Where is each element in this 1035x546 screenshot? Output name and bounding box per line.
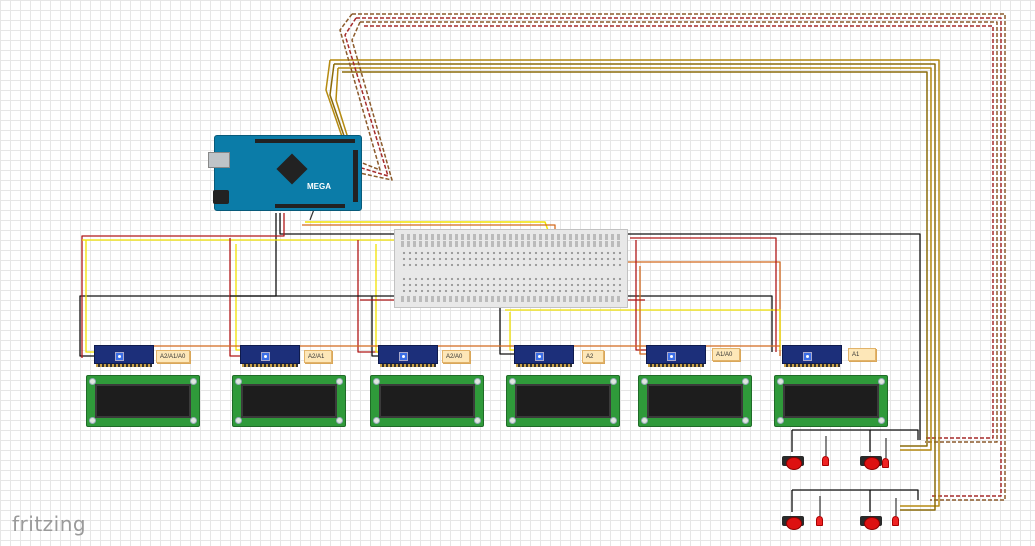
address-note-1[interactable]: A2/A1/A0 <box>156 350 190 363</box>
lcd-display-1[interactable] <box>86 375 200 427</box>
lcd-display-5[interactable] <box>638 375 752 427</box>
lcd-display-4[interactable] <box>506 375 620 427</box>
pushbutton-icon[interactable] <box>782 512 804 530</box>
wire-bus-brown-1 <box>352 13 1006 501</box>
board-label: MEGA <box>307 182 331 191</box>
pin-header-5 <box>648 364 704 367</box>
i2c-backpack-4[interactable] <box>514 345 574 364</box>
potentiometer-icon <box>535 352 544 361</box>
breadboard-grid-bottom <box>401 276 621 296</box>
lcd-screen-1 <box>95 384 191 418</box>
pin-header-2 <box>242 364 298 367</box>
lcd-display-2[interactable] <box>232 375 346 427</box>
header-bottom <box>275 204 345 208</box>
led-icon[interactable] <box>892 516 899 526</box>
pushbutton-icon[interactable] <box>860 452 882 470</box>
lcd-display-6[interactable] <box>774 375 888 427</box>
led-icon[interactable] <box>816 516 823 526</box>
breadboard-rail-top-2 <box>401 241 621 247</box>
lcd-display-3[interactable] <box>370 375 484 427</box>
wire-bus-brown-3 <box>360 21 998 443</box>
arduino-mega-board[interactable]: MEGA <box>208 135 362 211</box>
potentiometer-icon <box>803 352 812 361</box>
wire-bus-olive-3 <box>338 67 932 451</box>
i2c-backpack-5[interactable] <box>646 345 706 364</box>
wire-bus-olive-4 <box>342 71 928 447</box>
breadboard-rail-top <box>401 234 621 240</box>
header-right <box>353 150 358 202</box>
usb-connector-icon <box>208 152 230 168</box>
pushbutton-icon[interactable] <box>782 452 804 470</box>
lcd-screen-2 <box>241 384 337 418</box>
i2c-backpack-6[interactable] <box>782 345 842 364</box>
lcd-screen-6 <box>783 384 879 418</box>
breadboard-grid-top <box>401 250 621 270</box>
lcd-screen-4 <box>515 384 611 418</box>
breadboard[interactable] <box>394 229 628 308</box>
led-icon[interactable] <box>882 458 889 468</box>
potentiometer-icon <box>667 352 676 361</box>
address-note-6[interactable]: A1 <box>848 348 876 361</box>
i2c-backpack-2[interactable] <box>240 345 300 364</box>
fritzing-watermark: fritzing <box>12 512 87 536</box>
wire-bus-brown-2 <box>356 17 1002 497</box>
header-top <box>255 139 355 143</box>
pin-header-1 <box>96 364 152 367</box>
pin-header-3 <box>380 364 436 367</box>
wire-bus-olive-2 <box>334 63 936 511</box>
lcd-screen-5 <box>647 384 743 418</box>
potentiometer-icon <box>115 352 124 361</box>
microcontroller-chip-icon <box>276 153 308 185</box>
address-note-4[interactable]: A2 <box>582 350 604 363</box>
i2c-backpack-1[interactable] <box>94 345 154 364</box>
address-note-3[interactable]: A2/A0 <box>442 350 470 363</box>
pin-header-6 <box>784 364 840 367</box>
address-note-2[interactable]: A2/A1 <box>304 350 332 363</box>
pushbutton-icon[interactable] <box>860 512 882 530</box>
lcd-screen-3 <box>379 384 475 418</box>
potentiometer-icon <box>399 352 408 361</box>
address-note-5[interactable]: A1/A0 <box>712 348 740 361</box>
wire-bus-olive-1 <box>330 59 940 507</box>
breadboard-rail-bottom <box>401 296 621 302</box>
power-jack-icon <box>213 190 229 204</box>
wire-bus-brown-4 <box>364 25 994 439</box>
potentiometer-icon <box>261 352 270 361</box>
pin-header-4 <box>516 364 572 367</box>
i2c-backpack-3[interactable] <box>378 345 438 364</box>
led-icon[interactable] <box>822 456 829 466</box>
